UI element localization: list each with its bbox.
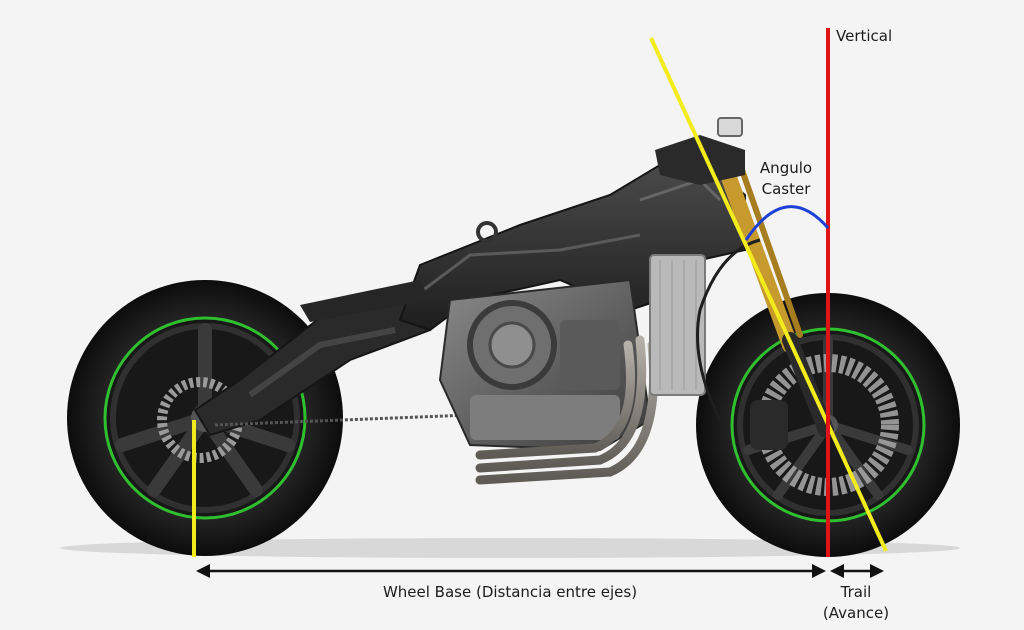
steering-axis-line <box>649 37 888 552</box>
caster-angle-arc <box>744 205 830 241</box>
wheelbase-label: Wheel Base (Distancia entre ejes) <box>383 583 637 601</box>
trail-label-line2: (Avance) <box>823 604 889 622</box>
ground-shadow <box>60 538 960 558</box>
engine <box>438 278 652 452</box>
caster-angle-label-line2: Caster <box>762 180 812 198</box>
trail-label-line1: Trail <box>840 583 872 601</box>
trail-dimension-arrow <box>830 564 884 578</box>
brake-reservoir <box>717 117 743 137</box>
wheelbase-dimension-arrow <box>196 564 826 578</box>
vertical-label: Vertical <box>836 27 892 45</box>
caster-angle-label-line1: Angulo <box>760 159 812 177</box>
radiator <box>649 254 706 396</box>
front-caliper <box>750 400 788 450</box>
